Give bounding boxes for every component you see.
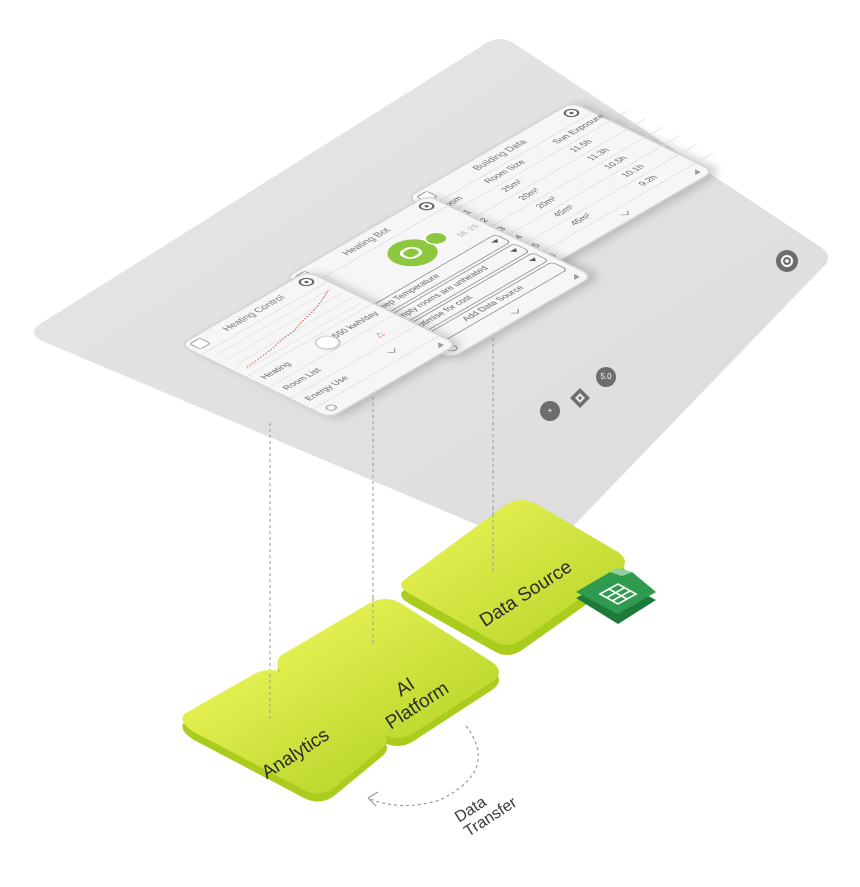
- temperature-line: [246, 290, 330, 368]
- add-button-label: +: [547, 406, 553, 415]
- add-button[interactable]: +: [540, 401, 560, 421]
- platform-logo-icon: [566, 384, 594, 412]
- heating-control-panel: Heating Control Heating 550 kwh/day Room…: [178, 270, 459, 419]
- plate-settings-gear-icon[interactable]: [776, 250, 798, 272]
- spreadsheet-icon: [576, 568, 656, 624]
- zoom-button[interactable]: 5.0: [596, 367, 616, 387]
- temperature-chart: [201, 281, 373, 377]
- zoom-button-label: 5.0: [600, 372, 612, 381]
- data-source-tile: [401, 500, 625, 655]
- analytics-tile: [182, 670, 387, 802]
- data-transfer-arrow: [367, 725, 479, 807]
